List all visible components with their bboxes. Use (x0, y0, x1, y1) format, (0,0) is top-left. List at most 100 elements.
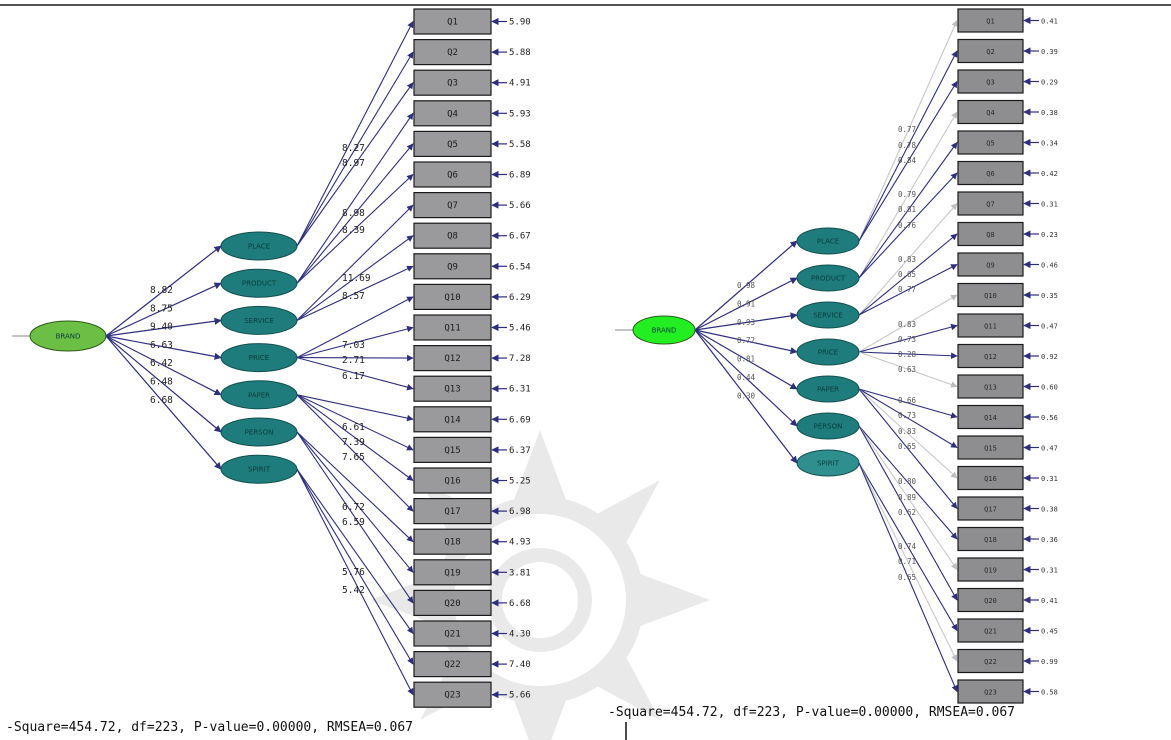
error-variance-q5: 0.34 (1041, 140, 1058, 148)
structural-path (105, 335, 222, 470)
error-variance-q10: 6.29 (509, 293, 531, 303)
indicator-box-q16 (957, 465, 1024, 491)
indicator-box-q2 (413, 38, 492, 66)
latent-construct-label: PERSON (245, 429, 274, 437)
error-variance-q21: 4.30 (509, 630, 531, 640)
structural-path (694, 329, 798, 390)
loading-coefficient: 0.76 (898, 221, 917, 230)
error-variance-q18: 0.36 (1041, 536, 1058, 544)
loading-path (296, 20, 414, 247)
structural-path (694, 240, 798, 331)
loading-coefficient: 6.72 (342, 502, 365, 513)
indicator-box-q21 (413, 620, 492, 647)
indicator-label: Q3 (986, 79, 994, 87)
indicator-box-q4 (413, 100, 492, 127)
indicator-label: Q13 (444, 385, 460, 395)
latent-construct-label: PAPER (817, 386, 839, 394)
error-variance-q20: 6.68 (509, 599, 531, 609)
structural-coefficient: 0.30 (737, 391, 756, 400)
indicator-box-q19 (957, 557, 1024, 582)
indicator-box-q7 (957, 191, 1024, 216)
loading-path (858, 264, 958, 316)
loading-path (296, 468, 414, 665)
loading-path (858, 388, 958, 448)
loading-coefficient: 0.71 (898, 557, 916, 566)
loading-coefficient: 0.78 (898, 141, 917, 150)
loading-path (296, 112, 414, 284)
indicator-label: Q9 (986, 262, 994, 270)
error-variance-q14: 6.69 (509, 415, 531, 425)
error-variance-q23: 5.66 (509, 691, 531, 701)
error-variance-q21: 0.45 (1041, 628, 1058, 636)
loading-path (296, 468, 414, 696)
indicator-box-q11 (413, 314, 492, 341)
loading-path (296, 394, 414, 422)
loading-coefficient: 0.65 (898, 573, 916, 582)
latent-construct-label: SPIRIT (248, 466, 271, 474)
loading-path (296, 174, 414, 284)
error-variance-q19: 3.81 (509, 568, 531, 578)
indicator-box-q15 (957, 435, 1024, 460)
error-variance-q23: 0.58 (1041, 689, 1058, 697)
loading-path (858, 50, 958, 242)
indicator-box-q13 (413, 375, 492, 402)
error-variance-q22: 7.40 (509, 660, 531, 670)
error-variance-q11: 0.47 (1041, 323, 1058, 331)
indicator-label: Q21 (444, 630, 460, 640)
loading-path (858, 425, 958, 571)
loading-path (858, 351, 958, 388)
indicator-label: Q20 (444, 599, 460, 609)
loading-path (296, 394, 414, 512)
error-variance-q5: 5.58 (509, 140, 531, 150)
loading-coefficient: 0.83 (898, 427, 916, 436)
loading-path (296, 354, 414, 362)
loading-coefficient: 7.65 (342, 452, 365, 463)
error-variance-q16: 5.25 (509, 477, 531, 487)
error-variance-q9: 0.46 (1041, 262, 1058, 270)
loading-path (296, 394, 414, 451)
indicator-label: Q4 (986, 109, 994, 117)
indicator-box-q19 (413, 559, 492, 586)
indicator-label: Q6 (986, 170, 994, 178)
indicator-label: Q8 (447, 232, 458, 242)
indicator-label: Q2 (447, 48, 458, 58)
loading-coefficient: 8.97 (342, 158, 365, 169)
indicator-box-q4 (957, 99, 1024, 125)
indicator-box-q17 (413, 498, 492, 525)
indicator-box-q23 (413, 681, 492, 708)
loading-coefficient: 0.89 (898, 493, 916, 502)
structural-coefficient: 9.40 (150, 322, 173, 333)
error-variance-q18: 4.93 (509, 538, 531, 548)
latent-construct-label: SPIRIT (817, 460, 840, 468)
error-variance-q17: 0.38 (1041, 506, 1058, 514)
indicator-box-q6 (957, 160, 1024, 186)
loading-path (296, 394, 414, 481)
structural-coefficient: 6.42 (150, 358, 173, 369)
indicator-label: Q1 (447, 18, 458, 28)
indicator-box-q8 (413, 222, 492, 249)
loading-coefficient: 8.98 (342, 208, 365, 219)
loading-coefficient: 7.39 (342, 437, 365, 448)
latent-construct-label: SERVICE (813, 312, 843, 320)
indicator-label: Q22 (444, 660, 460, 670)
latent-construct-product (796, 264, 860, 292)
loading-path (858, 111, 958, 279)
indicator-label: Q16 (444, 477, 460, 487)
latent-construct-label: PRICE (249, 354, 269, 362)
indicator-label: Q16 (984, 475, 997, 483)
indicator-box-q17 (957, 496, 1024, 521)
loading-path (858, 233, 958, 316)
indicator-label: Q15 (984, 445, 997, 453)
error-variance-q3: 4.91 (509, 79, 531, 89)
indicator-box-q5 (413, 130, 492, 157)
loading-path (858, 388, 958, 419)
indicator-box-q12 (413, 345, 492, 372)
latent-construct-label: PLACE (817, 238, 839, 246)
structural-coefficient: 0.98 (737, 281, 756, 290)
latent-construct-label: PRODUCT (811, 275, 846, 283)
indicator-box-q23 (957, 679, 1024, 704)
indicator-label: Q8 (986, 231, 994, 239)
indicator-box-q20 (957, 587, 1024, 613)
loading-path (296, 204, 414, 321)
